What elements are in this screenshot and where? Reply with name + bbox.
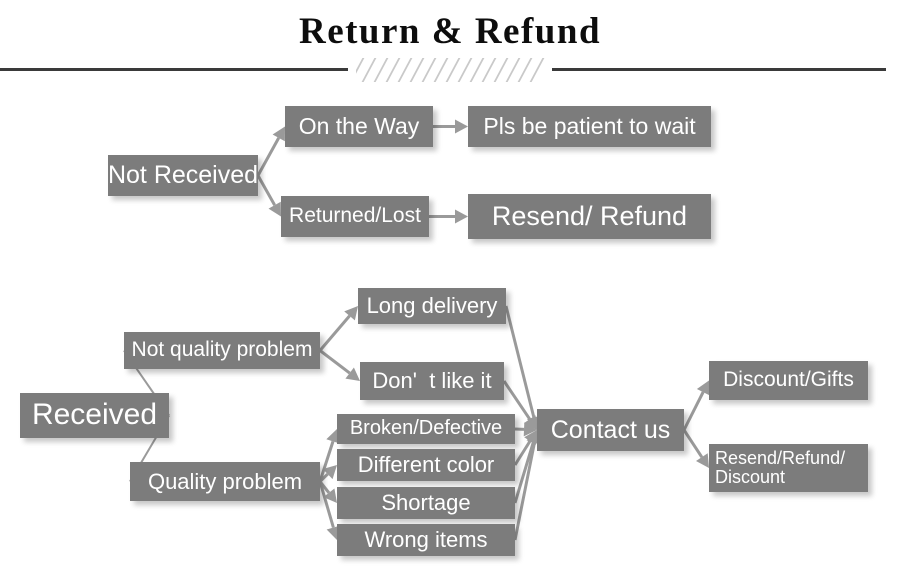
node-dont_like[interactable]: Don' t like it: [360, 362, 504, 400]
connector-on_the_way-to-pls_wait: [433, 119, 468, 134]
divider-rule-right: [552, 68, 886, 71]
connector-quality-to-wrong_items: [318, 481, 341, 540]
node-label: Resend/Refund/ Discount: [715, 447, 846, 487]
node-shortage[interactable]: Shortage: [337, 487, 515, 519]
node-returned_lost[interactable]: Returned/Lost: [281, 196, 429, 237]
node-not_received[interactable]: Not Received: [108, 155, 258, 196]
node-received[interactable]: Received: [20, 393, 169, 438]
node-label: Broken/Defective: [349, 417, 503, 440]
node-label: Long delivery: [366, 293, 498, 319]
node-label: Discount/Gifts: [723, 368, 854, 392]
node-label: Different color: [357, 452, 495, 478]
connector-not_received-to-on_the_way: [256, 126, 285, 177]
node-label: Received: [31, 398, 158, 432]
connector-returned_lost-to-resend_refund: [429, 209, 468, 224]
node-label: Don' t like it: [372, 368, 492, 394]
divider-rule-left: [0, 68, 348, 71]
connector-dont_like-to-contact_us: [502, 380, 537, 430]
node-label: Pls be patient to wait: [483, 113, 696, 140]
node-discount_gifts[interactable]: Discount/Gifts: [709, 361, 868, 400]
node-label: Contact us: [550, 415, 671, 444]
node-label: Wrong items: [364, 527, 488, 553]
node-label: Not quality problem: [131, 338, 313, 362]
node-different_color[interactable]: Different color: [337, 449, 515, 481]
connector-broken-to-contact_us: [514, 422, 537, 437]
node-on_the_way[interactable]: On the Way: [285, 106, 433, 147]
page-title: Return & Refund: [298, 11, 602, 52]
node-label: Resend/ Refund: [491, 200, 688, 231]
node-label: Returned/Lost: [289, 204, 421, 228]
connector-not_quality-to-dont_like: [319, 349, 360, 381]
node-pls_wait[interactable]: Pls be patient to wait: [468, 106, 711, 147]
node-resend_refund[interactable]: Resend/ Refund: [468, 194, 711, 239]
node-label: Not Received: [108, 161, 258, 189]
connector-contact_us-to-resend_refund_disc: [682, 429, 709, 468]
connector-contact_us-to-discount_gifts: [682, 380, 710, 431]
node-not_quality[interactable]: Not quality problem: [124, 332, 320, 369]
node-wrong_items[interactable]: Wrong items: [337, 524, 515, 556]
connector-quality-to-broken: [318, 429, 340, 482]
node-label: On the Way: [298, 113, 420, 140]
connector-quality-to-different_color: [318, 465, 337, 483]
connector-not_quality-to-long_delivery: [318, 306, 358, 352]
node-label: Shortage: [381, 490, 471, 516]
node-resend_refund_disc[interactable]: Resend/Refund/ Discount: [709, 444, 868, 492]
node-broken[interactable]: Broken/Defective: [337, 414, 515, 444]
node-contact_us[interactable]: Contact us: [537, 409, 684, 451]
node-long_delivery[interactable]: Long delivery: [358, 288, 506, 324]
connector-not_received-to-returned_lost: [256, 174, 281, 217]
node-quality[interactable]: Quality problem: [130, 462, 320, 501]
node-label: Quality problem: [147, 468, 303, 494]
